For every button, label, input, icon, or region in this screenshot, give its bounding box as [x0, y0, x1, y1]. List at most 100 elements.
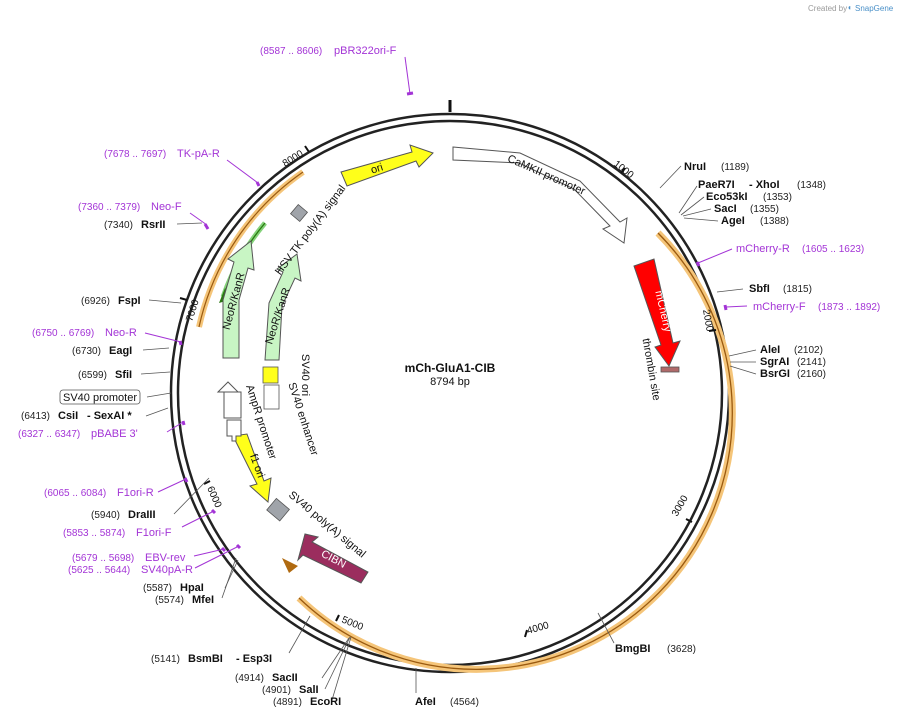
plasmid-length: 8794 bp	[430, 376, 470, 388]
ruler-label-4000: 4000	[526, 620, 551, 637]
insert-arc-line	[298, 232, 733, 670]
ruler-label-6000: 6000	[204, 485, 223, 510]
enzyme-csii: CsiI	[58, 410, 78, 422]
enzyme-fspi-pos: (6926)	[81, 296, 110, 307]
enzyme-agei: AgeI	[721, 215, 745, 227]
feature-cibn-arrow	[297, 533, 369, 584]
enzyme-sacii: SacII	[272, 672, 298, 684]
feature-camkii-promoter-arrow	[452, 146, 628, 244]
orange-arc2-line	[198, 171, 304, 328]
feature-ampr-promoter-arrow	[226, 419, 242, 442]
enzyme-bmgbi-pos: (3628)	[667, 644, 696, 655]
primer-ebv-rev: EBV-rev	[145, 552, 186, 564]
enzyme-bsrgi: BsrGI	[760, 368, 790, 380]
enzyme-esp3i: - Esp3I	[236, 653, 272, 665]
enzyme-alei-pos: (2102)	[794, 345, 823, 356]
enzyme-afei: AfeI	[415, 696, 436, 708]
feature-f1-ori-arrow	[232, 433, 272, 504]
feature-neor-kanr-inner-arrow	[264, 253, 302, 361]
enzyme-rsrii: RsrII	[141, 219, 165, 231]
leader-lines	[140, 165, 757, 701]
enzyme-csii-pos: (6413)	[21, 411, 50, 422]
watermark-created-by: Created by	[808, 4, 847, 13]
ruler-tick-2000	[708, 329, 717, 332]
ruler-tick-5000	[335, 614, 340, 622]
enzyme-eco53ki: Eco53kI	[706, 191, 748, 203]
ruler-tick-7000	[179, 297, 188, 301]
enzyme-eagi: EagI	[109, 345, 132, 357]
enzyme-eco53ki-pos: (1353)	[763, 192, 792, 203]
enzyme-draiii-pos: (5940)	[91, 510, 120, 521]
primer-neo-r: Neo-R	[105, 327, 137, 339]
primer-mcherry-r: mCherry-R	[736, 243, 790, 255]
primer-pbabe-3: pBABE 3'	[91, 428, 138, 440]
primer-tk-pa-r-pos: (7678 .. 7697)	[104, 149, 166, 160]
enzyme-hpai: HpaI	[180, 582, 204, 594]
primer-neo-f: Neo-F	[151, 201, 182, 213]
enzyme-sacii-pos: (4914)	[235, 673, 264, 684]
primer-sv40pa-r: SV40pA-R	[141, 564, 193, 576]
enzyme-paer7i-pos: (1348)	[797, 180, 826, 191]
enzyme-sfii-pos: (6599)	[78, 370, 107, 381]
feature-ori-label: ori	[369, 161, 384, 176]
feature-hsv-tk-polya-box	[289, 203, 309, 223]
ruler-label-3000: 3000	[670, 493, 691, 518]
enzyme-hpai-pos: (5587)	[143, 583, 172, 594]
enzyme-ecori-pos: (4891)	[273, 697, 302, 708]
feature-hsv-tk-label: HSV TK poly(A) signal	[273, 183, 348, 277]
enzyme-eagi-pos: (6730)	[72, 346, 101, 357]
feature-sv40-enhancer-box	[263, 384, 280, 410]
backbone-inner-circle	[176, 119, 724, 667]
enzyme-nrui: NruI	[684, 161, 706, 173]
enzyme-bsmbi: BsmBI	[188, 653, 223, 665]
enzyme-fspi: FspI	[118, 295, 141, 307]
feature-camkii-label: CaMKII promoter	[506, 153, 588, 198]
primer-f1ori-r-pos: (6065 .. 6084)	[44, 488, 106, 499]
primer-pbr322ori-f-pos: (8587 .. 8606)	[260, 46, 322, 57]
feature-sv40-polya-box	[266, 497, 290, 522]
primer-marks	[178, 91, 728, 553]
enzyme-sali: SalI	[299, 684, 319, 696]
ruler-tick-8000	[304, 145, 310, 153]
enzyme-mfei-pos: (5574)	[155, 595, 184, 606]
primer-ebv-rev-pos: (5679 .. 5698)	[72, 553, 134, 564]
enzyme-sfii: SfiI	[115, 369, 132, 381]
ruler-tick-6000	[203, 480, 211, 485]
ruler-tick-3000	[685, 518, 693, 523]
feature-ori-arrow	[340, 144, 434, 187]
enzyme-xhoi: - XhoI	[749, 179, 780, 191]
sv40-promoter-label: SV40 promoter	[63, 392, 137, 404]
enzyme-bmgbi: BmgBI	[615, 643, 650, 655]
primer-leader-lines	[144, 56, 748, 569]
enzyme-sbfi-pos: (1815)	[783, 284, 812, 295]
enzyme-mfei: MfeI	[192, 594, 214, 606]
feature-sv40-ori-label: SV40 ori	[299, 354, 311, 396]
ruler-label-2000: 2000	[700, 309, 715, 333]
sv40-promoter-box	[59, 389, 141, 405]
primer-pbr322ori-f: pBR322ori-F	[334, 45, 397, 57]
feature-ampr-arrow	[223, 391, 242, 419]
ruler-tick-1000	[620, 167, 626, 174]
enzyme-sgrai-pos: (2141)	[797, 357, 826, 368]
enzyme-nrui-pos: (1189)	[721, 162, 749, 173]
feature-sv40-ori-box	[262, 366, 279, 384]
enzyme-sbfi: SbfI	[749, 283, 770, 295]
primer-f1ori-f-pos: (5853 .. 5874)	[63, 528, 125, 539]
primer-neo-f-pos: (7360 .. 7379)	[78, 202, 140, 213]
enzyme-ecori: EcoRI	[310, 696, 341, 708]
primer-neo-r-pos: (6750 .. 6769)	[32, 328, 94, 339]
enzyme-sexai: - SexAI *	[87, 410, 132, 422]
snapgene-logo-icon: ◖	[847, 3, 852, 12]
feature-ampr-arrowhead	[216, 381, 240, 393]
primer-f1ori-f: F1ori-F	[136, 527, 172, 539]
primer-sv40pa-r-pos: (5625 .. 5644)	[68, 565, 130, 576]
primer-mcherry-f-pos: (1873 .. 1892)	[818, 302, 880, 313]
primer-mcherry-f: mCherry-F	[753, 301, 806, 313]
feature-thrombin-site	[660, 366, 680, 373]
enzyme-saci: SacI	[714, 203, 737, 215]
insert-arc-arrowhead	[282, 558, 298, 573]
primer-f1ori-r: F1ori-R	[117, 487, 154, 499]
feature-neor-kanr-outer-arrow	[222, 240, 255, 359]
